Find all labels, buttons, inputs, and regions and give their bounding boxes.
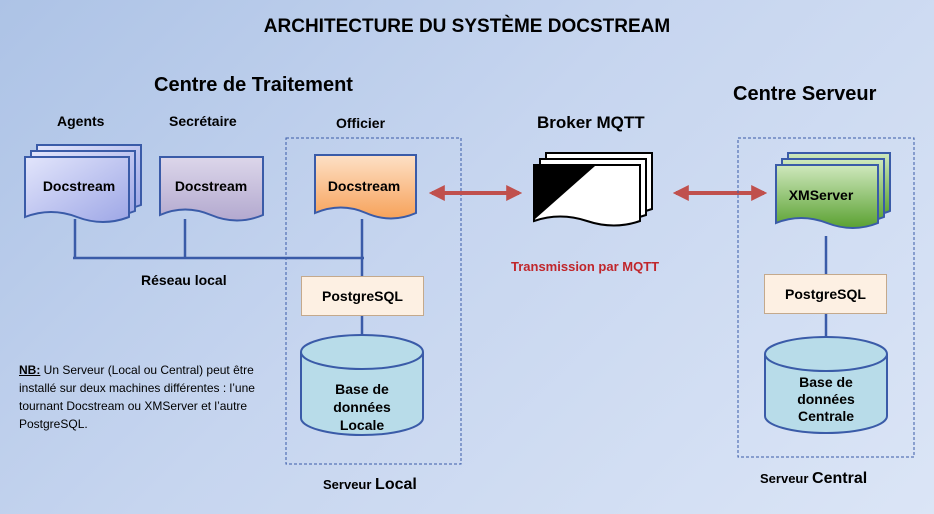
agents-document-stack bbox=[24, 144, 142, 223]
officier-label: Officier bbox=[336, 115, 386, 131]
broker-document-stack bbox=[533, 152, 653, 227]
broker-heading: Broker MQTT bbox=[537, 113, 645, 132]
central-db-line-3: Centrale bbox=[797, 408, 855, 424]
centre-traitement-heading: Centre de Traitement bbox=[154, 74, 353, 96]
central-postgres-box: PostgreSQL bbox=[764, 274, 887, 314]
officier-doc-label: Docstream bbox=[328, 178, 400, 194]
local-database-cylinder bbox=[300, 334, 424, 436]
officier-document bbox=[314, 154, 417, 220]
central-server-label: Serveur Central bbox=[760, 470, 867, 488]
central-database-cylinder bbox=[764, 336, 888, 434]
note-prefix: NB: bbox=[19, 363, 41, 377]
note-text: NB: Un Serveur (Local ou Central) peut ê… bbox=[19, 361, 271, 433]
xmserver-label: XMServer bbox=[789, 187, 854, 203]
local-server-label: Serveur Local bbox=[323, 476, 417, 494]
secretaire-doc-label: Docstream bbox=[175, 178, 247, 194]
network-label: Réseau local bbox=[141, 272, 227, 288]
local-server-frame bbox=[285, 137, 462, 465]
central-db-line-1: Base de bbox=[799, 374, 853, 390]
secretaire-document bbox=[159, 156, 264, 222]
local-server-name: Local bbox=[375, 476, 417, 493]
agents-label: Agents bbox=[57, 113, 105, 129]
central-db-line-2: données bbox=[797, 391, 855, 407]
central-server-name: Central bbox=[812, 470, 868, 487]
central-db-label: Base de données Centrale bbox=[765, 374, 887, 425]
secretaire-label: Secrétaire bbox=[169, 113, 237, 129]
local-db-line-3: Locale bbox=[339, 417, 385, 433]
agents-doc-label: Docstream bbox=[43, 178, 115, 194]
note-body: Un Serveur (Local ou Central) peut être … bbox=[19, 363, 255, 431]
central-server-frame bbox=[737, 137, 915, 458]
local-db-line-2: données bbox=[333, 399, 391, 415]
local-server-prefix: Serveur bbox=[323, 477, 376, 492]
local-postgres-box: PostgreSQL bbox=[301, 276, 424, 316]
centre-serveur-heading: Centre Serveur bbox=[733, 83, 877, 105]
transmission-label: Transmission par MQTT bbox=[511, 259, 660, 274]
diagram-title: ARCHITECTURE DU SYSTÈME DOCSTREAM bbox=[263, 16, 671, 37]
local-db-line-1: Base de bbox=[335, 381, 389, 397]
central-server-prefix: Serveur bbox=[760, 471, 813, 486]
local-network-lines bbox=[73, 219, 364, 278]
local-db-label: Base de données Locale bbox=[301, 380, 423, 434]
xmserver-document-stack bbox=[775, 152, 891, 229]
